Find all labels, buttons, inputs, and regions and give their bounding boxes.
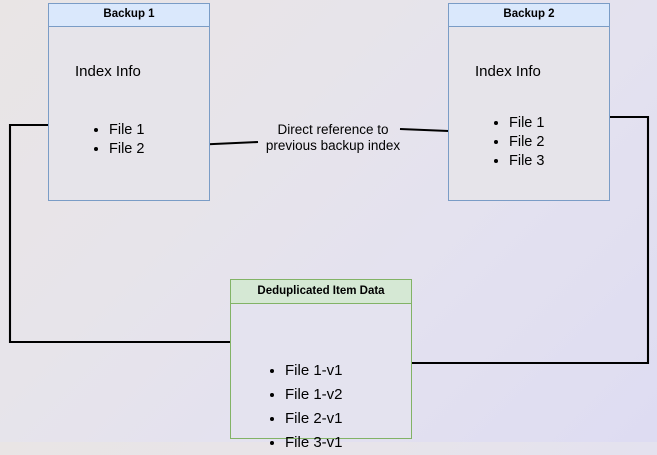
- backup-2-file-list: File 1 File 2 File 3: [493, 114, 544, 171]
- list-item: File 3-v1: [285, 431, 343, 455]
- edge-label-line-2: previous backup index: [265, 138, 401, 153]
- list-item: File 1-v2: [285, 383, 343, 407]
- node-deduplicated-item-data-body: File 1-v1 File 1-v2 File 2-v1 File 3-v1: [231, 304, 411, 451]
- list-item: File 1: [509, 114, 544, 133]
- backup-2-index-info-label: Index Info: [475, 63, 541, 80]
- list-item: File 2: [109, 140, 144, 159]
- edge-label-direct-reference: Direct reference to previous backup inde…: [247, 122, 419, 154]
- list-item: File 2: [509, 133, 544, 152]
- node-backup-2-body: Index Info File 1 File 2 File 3: [449, 27, 609, 200]
- list-item: File 3: [509, 152, 544, 171]
- node-backup-1[interactable]: Backup 1 Index Info File 1 File 2: [48, 3, 210, 201]
- node-deduplicated-item-data[interactable]: Deduplicated Item Data File 1-v1 File 1-…: [230, 279, 412, 451]
- deduplicated-item-list: File 1-v1 File 1-v2 File 2-v1 File 3-v1: [269, 359, 343, 455]
- node-backup-1-body: Index Info File 1 File 2: [49, 27, 209, 200]
- list-item: File 2-v1: [285, 407, 343, 431]
- node-backup-2-title: Backup 2: [449, 4, 609, 27]
- diagram-canvas: Backup 1 Index Info File 1 File 2 Backup…: [0, 0, 657, 442]
- backup-1-index-info-label: Index Info: [75, 63, 141, 80]
- node-backup-1-title: Backup 1: [49, 4, 209, 27]
- node-deduplicated-item-data-title: Deduplicated Item Data: [231, 280, 411, 304]
- backup-1-file-list: File 1 File 2: [93, 121, 144, 159]
- edge-label-line-1: Direct reference to: [277, 122, 389, 137]
- list-item: File 1-v1: [285, 359, 343, 383]
- list-item: File 1: [109, 121, 144, 140]
- node-backup-2[interactable]: Backup 2 Index Info File 1 File 2 File 3: [448, 3, 610, 201]
